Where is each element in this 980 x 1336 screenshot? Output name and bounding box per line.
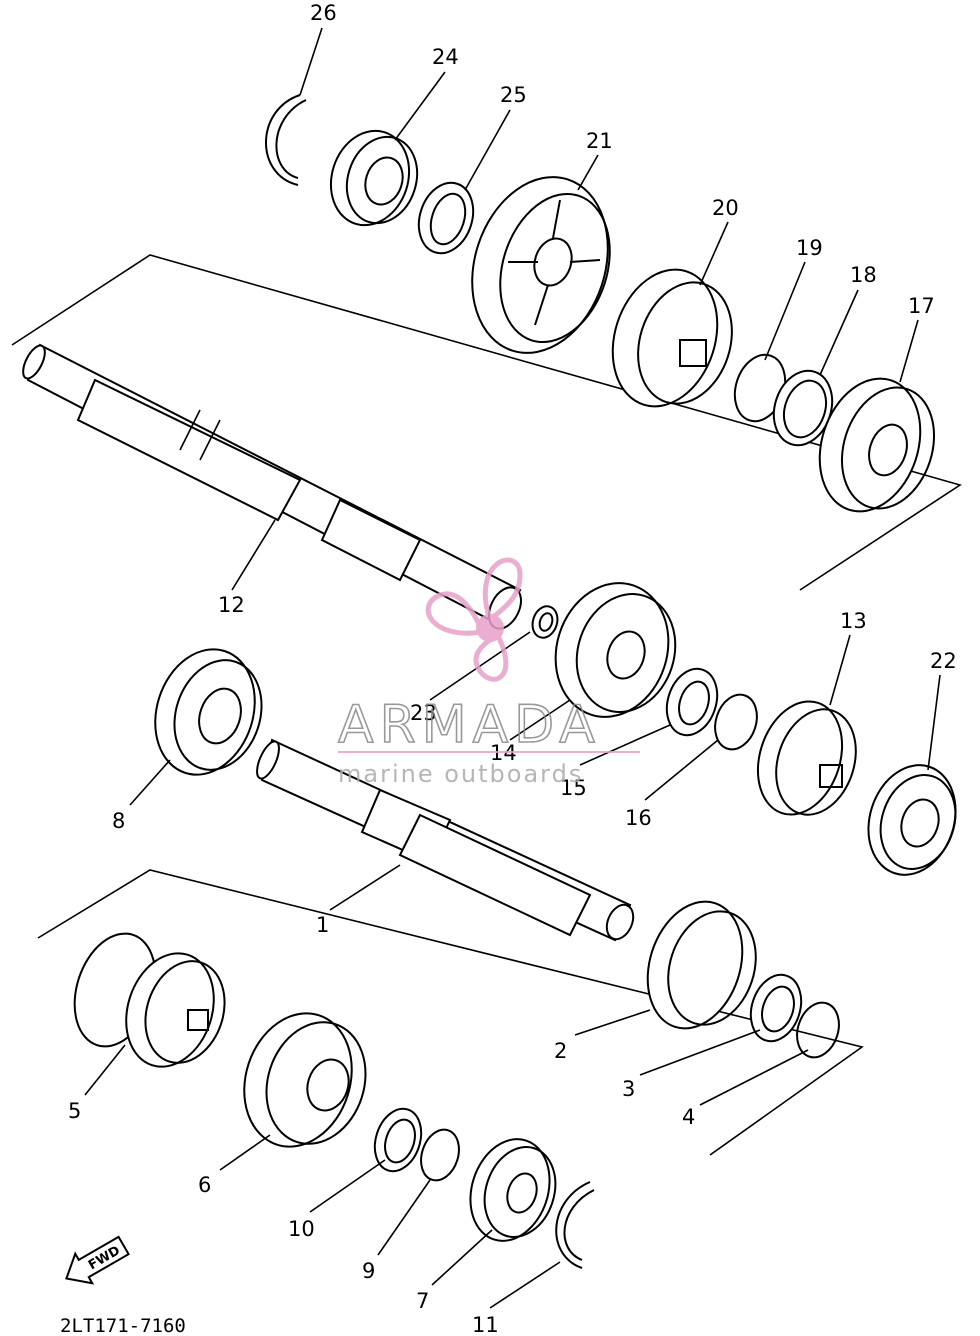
label-13: 13 <box>840 609 867 633</box>
part-14-gear <box>554 582 677 718</box>
part-4-circlip <box>796 1001 840 1059</box>
part-8-bearing <box>154 648 263 776</box>
label-20: 20 <box>712 196 739 220</box>
label-5: 5 <box>68 1099 81 1123</box>
propeller-logo-icon <box>425 557 523 682</box>
part-22-bearing <box>867 764 957 876</box>
label-10: 10 <box>288 1217 315 1241</box>
part-10-washer <box>373 1107 423 1173</box>
upper-assembly-outline <box>11 254 962 591</box>
label-21: 21 <box>586 129 613 153</box>
part-9-circlip <box>420 1128 460 1182</box>
part-5-gear <box>73 932 226 1068</box>
label-15: 15 <box>560 776 587 800</box>
label-11: 11 <box>472 1313 499 1336</box>
part-3-washer <box>749 973 803 1043</box>
label-8: 8 <box>112 809 125 833</box>
watermark: ARMADA marine outboards <box>337 557 640 788</box>
part-25-washer <box>417 181 475 255</box>
label-26: 26 <box>310 1 337 25</box>
part-6-gear <box>243 1012 367 1148</box>
leader-lines <box>84 27 941 1309</box>
part-26-circlip <box>265 94 307 186</box>
label-23: 23 <box>410 701 437 725</box>
part-17-gear <box>818 377 936 513</box>
part-23-bushing <box>531 605 559 639</box>
part-12-main-shaft <box>22 343 522 630</box>
label-22: 22 <box>930 649 957 673</box>
label-4: 4 <box>682 1105 695 1129</box>
label-19: 19 <box>796 236 823 260</box>
label-7: 7 <box>416 1289 429 1313</box>
label-18: 18 <box>850 263 877 287</box>
part-number-labels: 26 24 25 21 20 19 18 17 12 23 14 15 16 1… <box>68 1 957 1336</box>
lower-assembly-outline <box>37 869 864 1156</box>
label-16: 16 <box>625 806 652 830</box>
drawing-code: 2LT171-7160 <box>60 1315 186 1336</box>
label-9: 9 <box>362 1259 375 1283</box>
part-13-gear <box>756 700 857 816</box>
watermark-tagline: marine outboards <box>338 760 583 788</box>
part-15-washer <box>665 667 719 737</box>
label-24: 24 <box>432 45 459 69</box>
label-1: 1 <box>316 913 329 937</box>
part-11-circlip <box>555 1181 595 1269</box>
label-2: 2 <box>554 1039 567 1063</box>
label-6: 6 <box>198 1173 211 1197</box>
part-24-bearing <box>329 129 419 227</box>
part-7-bearing <box>469 1138 557 1242</box>
watermark-brand: ARMADA <box>338 695 601 755</box>
part-1-drive-shaft <box>256 738 635 942</box>
part-20-gear <box>611 268 733 408</box>
part-16-circlip <box>714 693 758 751</box>
part-21-gear <box>471 176 611 354</box>
label-3: 3 <box>622 1077 635 1101</box>
fwd-arrow-icon: FWD <box>65 1235 130 1285</box>
label-12: 12 <box>218 593 245 617</box>
part-2-gear <box>646 900 757 1030</box>
label-25: 25 <box>500 83 527 107</box>
label-17: 17 <box>908 294 935 318</box>
